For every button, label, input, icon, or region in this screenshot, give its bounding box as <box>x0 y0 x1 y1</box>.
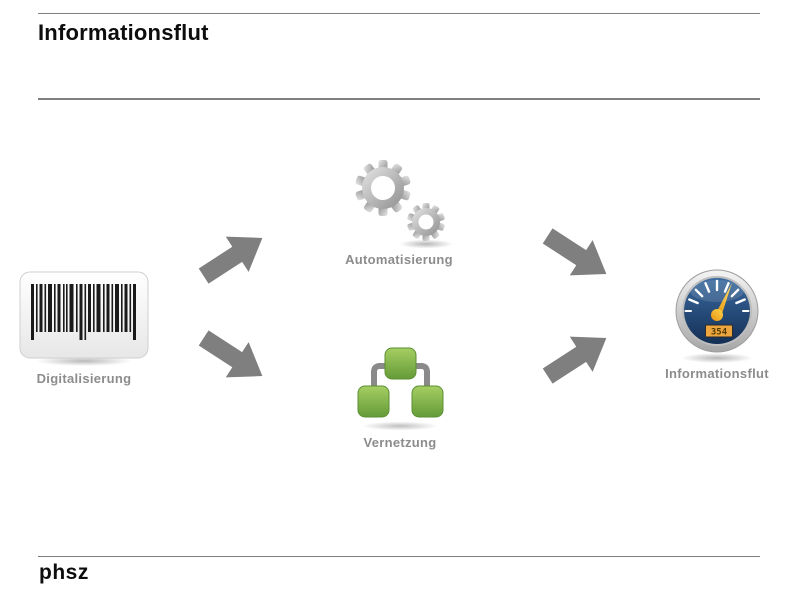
node-label-automatisierung: Automatisierung <box>345 252 453 267</box>
arrow-automatisierung-to-informationsflut <box>542 228 607 276</box>
node-label-digitalisierung: Digitalisierung <box>36 371 132 386</box>
node-digitalisierung: Digitalisierung <box>4 268 164 386</box>
network-icon <box>357 347 444 431</box>
small-gear <box>407 203 445 241</box>
network-squares <box>357 347 444 418</box>
gauge-display: 354 <box>705 324 733 338</box>
arrow-vernetzung-to-informationsflut <box>542 336 607 384</box>
node-informationsflut: 354 Informationsflut <box>637 267 797 381</box>
node-label-vernetzung: Vernetzung <box>363 435 437 450</box>
footer-divider-line <box>38 556 760 557</box>
speedometer-icon: 354 <box>675 269 759 363</box>
node-automatisierung: Automatisierung <box>319 155 479 267</box>
gauge-display-value: 354 <box>711 328 728 338</box>
arrow-digitalisierung-to-automatisierung <box>198 236 263 284</box>
phsz-logo: phsz <box>39 561 89 584</box>
top-rule-line <box>38 13 760 14</box>
barcode-icon <box>19 271 149 366</box>
page-title: Informationsflut <box>38 20 209 45</box>
node-label-informationsflut: Informationsflut <box>665 366 769 381</box>
arrow-digitalisierung-to-vernetzung <box>198 330 263 378</box>
barcode-bars <box>31 284 136 340</box>
large-gear <box>355 160 411 216</box>
title-divider-line <box>38 98 760 100</box>
gears-icon <box>355 160 453 249</box>
node-vernetzung: Vernetzung <box>320 346 480 450</box>
gauge-ticks <box>684 279 750 312</box>
